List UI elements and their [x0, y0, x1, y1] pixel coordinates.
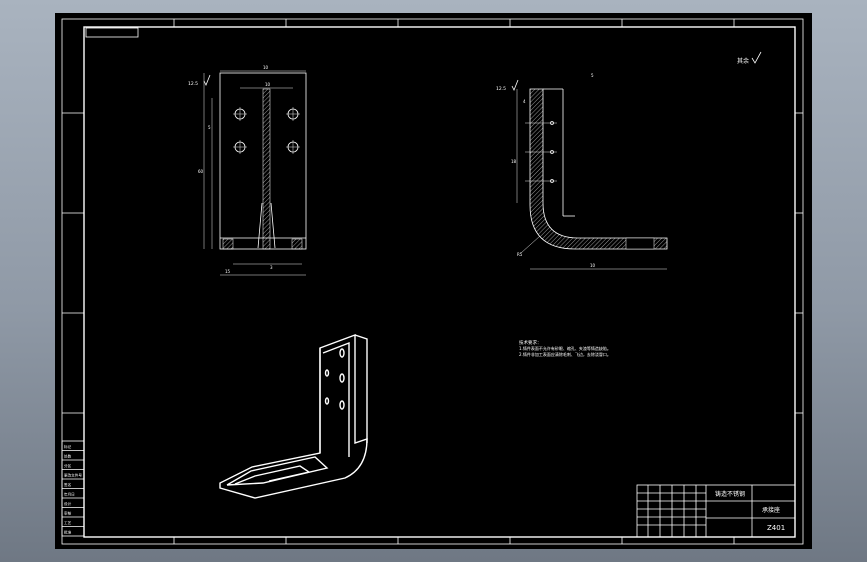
- strip-label-3: 更改文件号: [64, 473, 82, 478]
- tech-req-item-2: 2.铸件非加工表面应清除毛刺、飞边，去除浇冒口。: [519, 351, 611, 357]
- strip-label-0: 标记: [64, 444, 72, 449]
- roughness-note-text: 其余: [737, 57, 749, 65]
- roughness-note: 其余: [737, 51, 762, 65]
- tech-req-item-1: 1.铸件表面不允许有砂眼、缩孔、夹渣等铸造缺陷。: [519, 345, 611, 351]
- strip-label-1: 处数: [64, 454, 72, 459]
- zone-ticks: [62, 19, 803, 544]
- dim-bend-radius: R5: [517, 252, 523, 257]
- front-roughness-label: 12.5: [188, 81, 198, 87]
- dim-total-width: 10: [263, 65, 269, 70]
- strip-label-4: 签名: [64, 482, 72, 487]
- side-label-top: 5: [591, 73, 594, 78]
- left-revision-strip: 标记 处数 分区 更改文件号 签名 年月日 设计 审核 工艺 批准: [61, 440, 85, 537]
- strip-label-9: 批准: [64, 530, 72, 535]
- cad-viewport[interactable]: 其余 12.5 10 10 60 5 15 3: [55, 13, 812, 549]
- title-block: 铸造不锈钢 承接座 Z401: [636, 484, 796, 538]
- strip-label-8: 工艺: [64, 520, 72, 525]
- outer-border: [61, 18, 804, 545]
- technical-requirements: 技术要求： 1.铸件表面不允许有砂眼、缩孔、夹渣等铸造缺陷。 2.铸件非加工表面…: [519, 339, 611, 357]
- dim-leg-thick: 4: [523, 99, 526, 104]
- dim-base-length: 10: [590, 263, 596, 268]
- dim-leg-height: 18: [511, 159, 517, 164]
- dim-hole-spacing: 10: [265, 82, 271, 87]
- material-note: 铸造不锈钢: [715, 490, 745, 498]
- isometric-view: [219, 333, 368, 499]
- strip-label-7: 审核: [64, 511, 72, 516]
- dim-bottom-offset: 5: [208, 125, 211, 130]
- part-name: 承接座: [762, 506, 780, 514]
- dim-base-width: 15: [225, 269, 231, 274]
- dim-height: 60: [198, 169, 204, 174]
- front-view: 12.5 10 10 60 5 15 3: [188, 65, 307, 276]
- inner-border: [83, 26, 796, 538]
- corner-tab: [85, 27, 139, 38]
- strip-label-5: 年月日: [64, 492, 75, 497]
- side-view: 12.5 5 18 4 10 R5: [496, 73, 668, 270]
- side-roughness-label: 12.5: [496, 86, 506, 92]
- dim-slot-width: 3: [270, 265, 273, 270]
- strip-label-6: 设计: [64, 501, 72, 506]
- strip-label-2: 分区: [64, 463, 72, 468]
- tech-req-title: 技术要求：: [519, 339, 542, 346]
- drawing-sheet: 其余 12.5 10 10 60 5 15 3: [61, 18, 804, 545]
- drawing-number: Z401: [767, 524, 785, 532]
